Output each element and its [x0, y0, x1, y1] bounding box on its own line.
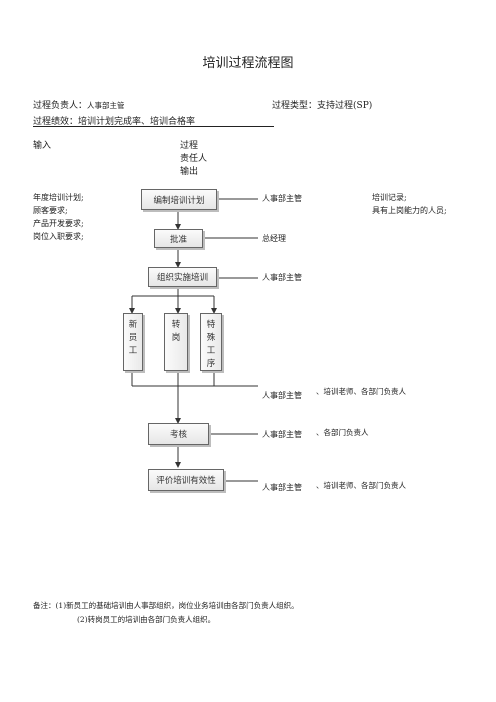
- output-item: 具有上岗能力的人员;: [372, 206, 447, 215]
- branch-char: 特: [206, 320, 216, 330]
- step-approve-label: 批准: [169, 234, 187, 245]
- step-implement-box: 组织实施培训: [148, 267, 217, 287]
- branch-char: 岗: [171, 333, 181, 343]
- responsible-plan: 人事部主管: [262, 194, 302, 203]
- process-owner-value: 人事部主管: [87, 101, 125, 110]
- process-performance: 过程绩效：培训计划完成率、培训合格率: [33, 117, 196, 127]
- output-list: 培训记录; 具有上岗能力的人员;: [372, 191, 447, 217]
- branch-transfer-box: 转 岗: [164, 313, 188, 371]
- branch-char: 新: [128, 320, 138, 330]
- column-input-label: 输入: [33, 141, 52, 151]
- process-type: 过程类型：支持过程(SP): [272, 98, 372, 111]
- branch-char: 员: [128, 333, 138, 343]
- step-implement-label: 组织实施培训: [156, 273, 208, 283]
- column-process-label: 过程: [180, 141, 199, 151]
- step-plan-box: 编制培训计划: [141, 189, 217, 210]
- input-item: 顾客要求;: [33, 206, 68, 215]
- process-owner: 过程负责人：人事部主管: [33, 98, 125, 111]
- page-title: 培训过程流程图: [202, 56, 294, 71]
- step-plan-label: 编制培训计划: [153, 195, 205, 206]
- note-line-2: (2)转岗员工的培训由各部门负责人组织。: [77, 615, 216, 624]
- header-divider: [33, 126, 274, 127]
- responsible-evaluate: 人事部主管: [262, 483, 302, 492]
- responsible-branches: 人事部主管: [262, 391, 302, 400]
- branch-special-process-box: 特 殊 工 序: [200, 313, 222, 371]
- responsible-implement: 人事部主管: [262, 273, 302, 282]
- process-type-label: 过程类型：: [272, 101, 318, 111]
- branch-char: 工: [128, 346, 138, 356]
- branch-char: 殊: [206, 333, 216, 343]
- participants-branches: 、培训老师、各部门负责人: [316, 387, 406, 396]
- step-evaluate-label: 评价培训有效性: [156, 476, 216, 486]
- input-item: 产品开发要求;: [33, 219, 84, 228]
- output-item: 培训记录;: [372, 193, 407, 202]
- step-assess-label: 考核: [169, 430, 187, 440]
- participants-assess: 、各部门负责人: [316, 428, 369, 437]
- column-output-label: 输出: [180, 167, 199, 177]
- branch-char: 转: [171, 320, 181, 330]
- step-approve-box: 批准: [154, 229, 203, 248]
- input-list: 年度培训计划; 顾客要求; 产品开发要求; 岗位入职要求;: [33, 191, 84, 243]
- input-item: 岗位入职要求;: [33, 232, 84, 241]
- responsible-approve: 总经理: [262, 234, 286, 243]
- branch-new-employee-box: 新 员 工: [123, 313, 143, 371]
- step-evaluate-box: 评价培训有效性: [148, 469, 224, 491]
- input-item: 年度培训计划;: [33, 193, 84, 202]
- note-line-1: 备注：(1)新员工的基础培训由人事部组织，岗位业务培训由各部门负责人组织。: [33, 601, 299, 610]
- process-owner-label: 过程负责人：: [33, 101, 88, 111]
- step-assess-box: 考核: [148, 423, 209, 445]
- column-responsible-label: 责任人: [180, 154, 208, 164]
- branch-char: 工: [206, 346, 216, 356]
- participants-evaluate: 、培训老师、各部门负责人: [316, 481, 406, 490]
- process-type-value: 支持过程(SP): [317, 101, 373, 111]
- column-process-heading: 过程 责任人 输出: [180, 140, 220, 179]
- responsible-assess: 人事部主管: [262, 430, 302, 439]
- branch-char: 序: [206, 359, 216, 369]
